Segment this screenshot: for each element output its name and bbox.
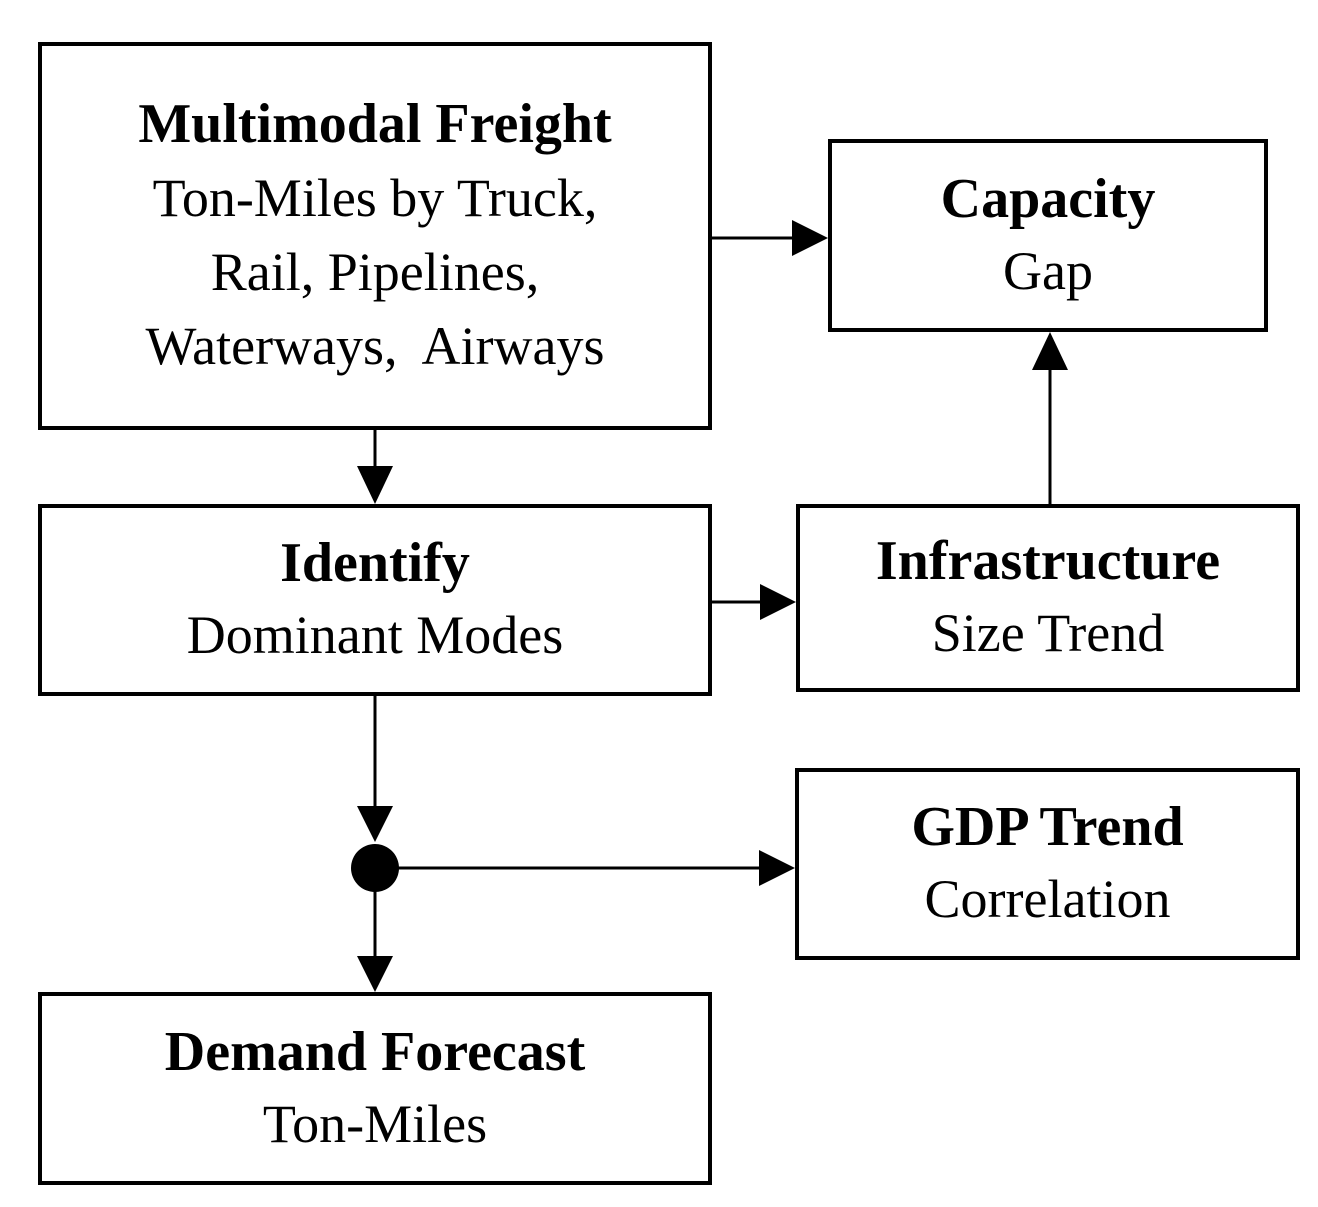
demand-forecast-box: Demand Forecast Ton-Miles bbox=[38, 992, 712, 1185]
arrowhead-identify-top bbox=[357, 466, 393, 504]
multimodal-freight-line-1: Ton-Miles by Truck, bbox=[152, 168, 598, 228]
identify-title: Identify bbox=[280, 532, 470, 594]
arrowhead-gdp-left bbox=[759, 850, 795, 886]
identify-line-1: Dominant Modes bbox=[186, 605, 564, 665]
capacity-box: Capacity Gap bbox=[828, 139, 1268, 332]
gdp-trend-line-1: Correlation bbox=[924, 869, 1171, 929]
arrowhead-infrastructure-left bbox=[760, 584, 796, 620]
gdp-trend-box: GDP Trend Correlation bbox=[795, 768, 1300, 960]
multimodal-freight-line-3: Waterways, Airways bbox=[145, 316, 605, 376]
identify-box: Identify Dominant Modes bbox=[38, 504, 712, 696]
infrastructure-title: Infrastructure bbox=[875, 530, 1221, 592]
arrowhead-junction-top bbox=[357, 806, 393, 842]
demand-forecast-title: Demand Forecast bbox=[164, 1020, 586, 1083]
arrowhead-demand-top bbox=[357, 956, 393, 992]
infrastructure-box: Infrastructure Size Trend bbox=[796, 504, 1300, 692]
multimodal-freight-title: Multimodal Freight bbox=[138, 93, 612, 155]
multimodal-freight-box: Multimodal Freight Ton-Miles by Truck, R… bbox=[38, 42, 712, 430]
capacity-line-1: Gap bbox=[1003, 240, 1093, 301]
demand-forecast-line-1: Ton-Miles bbox=[262, 1093, 488, 1154]
arrowhead-capacity-left bbox=[792, 220, 828, 256]
capacity-title: Capacity bbox=[940, 167, 1156, 230]
gdp-trend-title: GDP Trend bbox=[911, 796, 1184, 858]
infrastructure-line-1: Size Trend bbox=[931, 603, 1165, 663]
multimodal-freight-line-2: Rail, Pipelines, bbox=[210, 242, 540, 302]
arrowhead-capacity-bottom bbox=[1032, 332, 1068, 370]
